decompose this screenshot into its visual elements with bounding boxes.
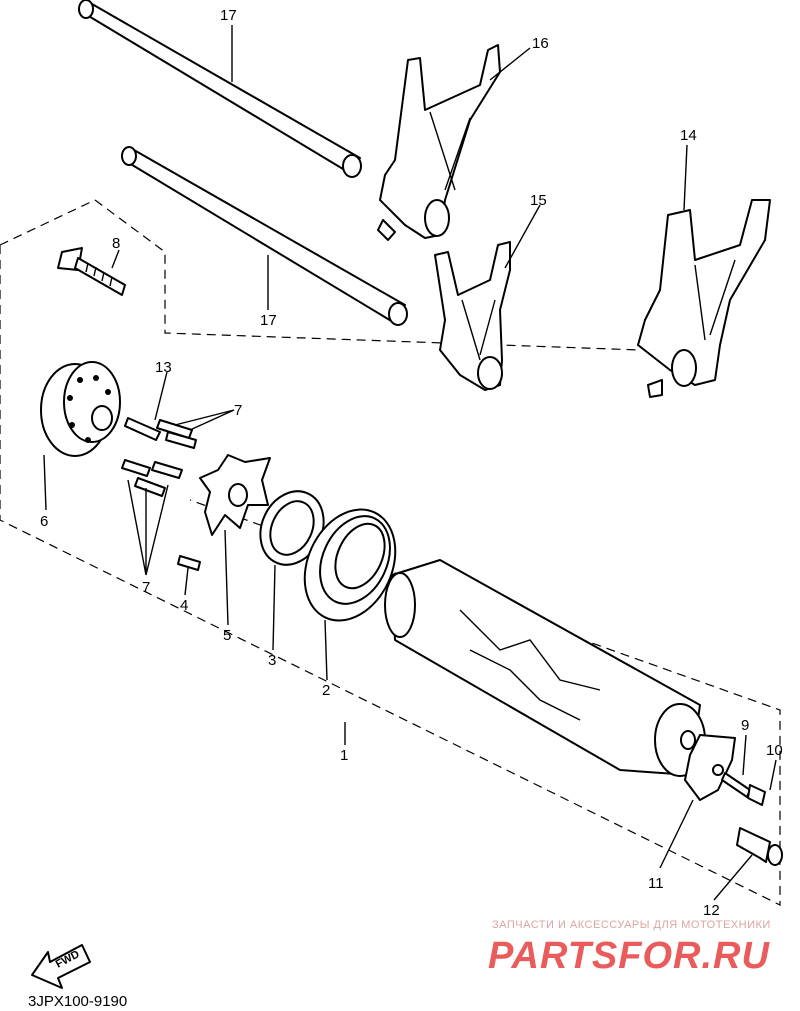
shift-fork-14 [637,199,771,398]
figure-code: 3JPX100-9190 [28,993,127,1010]
shift-fork-shaft-lower [121,146,408,326]
callout-7-upper: 7 [234,402,242,419]
screw-12 [736,827,783,866]
shift-fork-16 [377,44,501,241]
callout-1: 1 [340,747,348,764]
watermark-brand: PARTSFOR.RU [488,935,770,977]
callout-14: 14 [680,127,697,144]
pin-4 [177,555,201,571]
circlip-3 [259,490,325,566]
callout-12: 12 [703,902,720,919]
callout-3: 3 [268,652,276,669]
shift-fork-15 [434,241,511,391]
callout-13: 13 [155,359,172,376]
callout-9: 9 [741,717,749,734]
dowel-pins [121,417,197,497]
callout-6: 6 [40,513,48,530]
shift-fork-shaft-upper [78,0,362,178]
callout-17-lower: 17 [260,312,277,329]
stopper-lever-11 [684,734,736,801]
bearing-2 [303,508,397,622]
shift-drum-1 [384,559,706,777]
callout-11: 11 [648,875,664,892]
callout-8: 8 [112,235,120,252]
callout-5: 5 [223,627,231,644]
callout-17-upper: 17 [220,7,237,24]
leader-lines [43,25,777,901]
callout-4: 4 [180,597,188,614]
forward-arrow-icon: FWD [31,944,91,989]
callout-7-lower: 7 [142,579,150,596]
pin-10 [747,784,766,806]
spring-9 [721,772,751,798]
callout-16: 16 [532,35,549,52]
callout-2: 2 [322,682,330,699]
callout-15: 15 [530,192,547,209]
screw-8 [57,247,126,296]
callout-10: 10 [766,742,783,759]
segment-6 [40,361,121,457]
watermark-tagline: ЗАПЧАСТИ И АКСЕССУАРЫ ДЛЯ МОТОТЕХНИКИ [492,919,771,931]
